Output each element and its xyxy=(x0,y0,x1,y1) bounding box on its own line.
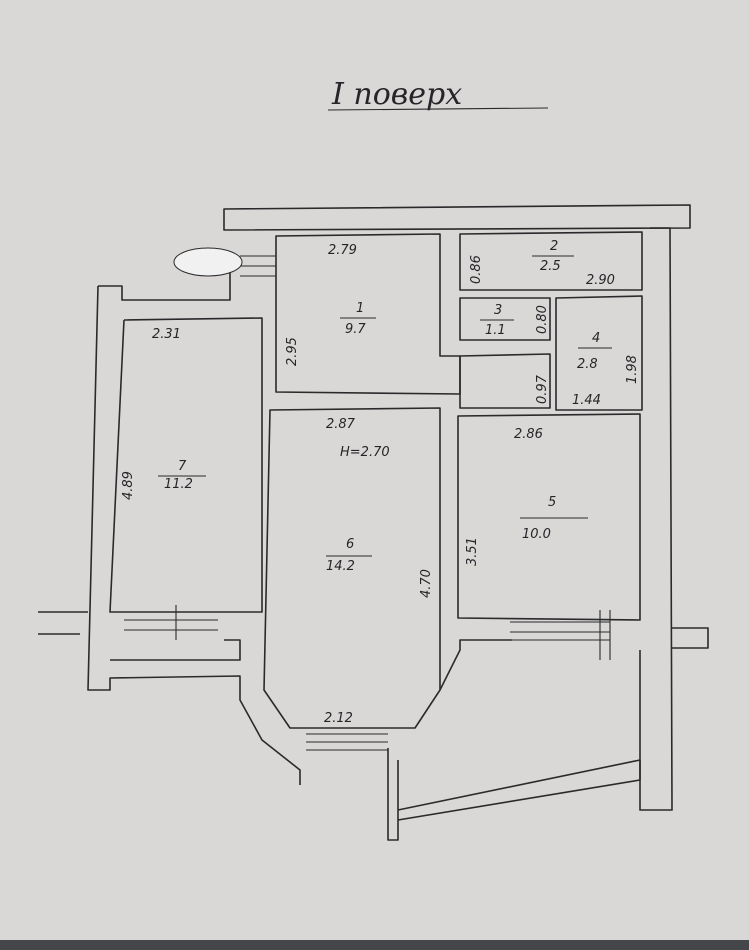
dim-r3-below: 0.97 xyxy=(535,374,550,404)
dim-r6-height: H=2.70 xyxy=(340,445,390,460)
dim-r4-bottom: 1.44 xyxy=(572,393,601,408)
dim-r2-left: 0.86 xyxy=(469,255,484,284)
title-underline xyxy=(327,107,549,111)
dim-r3-right: 0.80 xyxy=(535,305,550,334)
dim-r1-left: 2.95 xyxy=(285,337,300,366)
room-2-area: 2.5 xyxy=(540,259,561,274)
room-1-area: 9.7 xyxy=(345,322,366,337)
room-5-area: 10.0 xyxy=(522,527,551,542)
room-1-number: 1 xyxy=(356,301,364,316)
room-labels: 1 9.7 2 2.5 3 1.1 4 2.8 5 10.0 6 14.2 7 … xyxy=(158,239,612,574)
dim-r5-left: 3.51 xyxy=(465,537,480,566)
redaction-mark xyxy=(173,247,243,277)
room-2-number: 2 xyxy=(550,239,558,254)
room-5-number: 5 xyxy=(548,495,556,510)
dim-r1-top: 2.79 xyxy=(328,243,357,258)
dim-r6-top: 2.87 xyxy=(326,417,356,432)
room-6-area: 14.2 xyxy=(326,559,355,574)
dim-r6-bottom: 2.12 xyxy=(324,711,353,726)
dim-r7-top: 2.31 xyxy=(152,327,181,342)
dim-r5-top: 2.86 xyxy=(514,427,543,442)
dimension-labels: 2.79 2.95 0.86 2.90 0.80 0.97 1.98 1.44 … xyxy=(121,243,640,726)
room-7-area: 11.2 xyxy=(164,477,193,492)
room-3-area: 1.1 xyxy=(485,323,506,338)
room-4-number: 4 xyxy=(592,331,600,346)
floor-title: I поверх xyxy=(331,77,462,112)
dim-r6-right: 4.70 xyxy=(419,569,434,598)
room-4-area: 2.8 xyxy=(577,357,598,372)
dim-r4-right: 1.98 xyxy=(625,355,640,384)
room-7-number: 7 xyxy=(178,459,187,474)
room-6-number: 6 xyxy=(346,537,354,552)
bottom-bar xyxy=(0,940,749,950)
dim-r2-bottom: 2.90 xyxy=(586,273,615,288)
room-3-number: 3 xyxy=(494,303,502,318)
dim-r7-left: 4.89 xyxy=(121,471,136,500)
walls xyxy=(38,204,709,841)
